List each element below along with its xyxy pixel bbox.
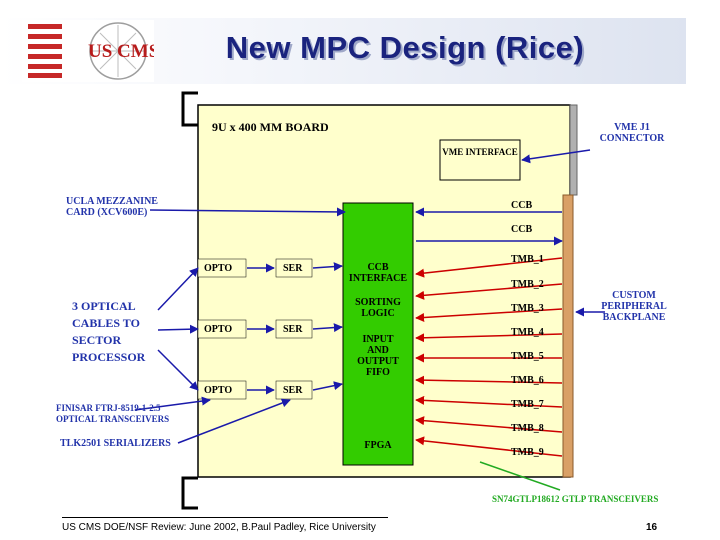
- ser-box: [275, 319, 313, 339]
- tlk-label: TLK2501 SERIALIZERS: [60, 438, 171, 449]
- ser-box: [275, 380, 313, 400]
- opto-label-1: OPTO: [204, 263, 233, 274]
- tmb-label-9: TMB_9: [511, 447, 544, 458]
- ser-label-2: SER: [283, 324, 303, 335]
- arrow-optical-3: [157, 349, 199, 391]
- vme-j1-connector: [569, 104, 578, 196]
- fpga-sorting-logic: SORTING LOGIC: [355, 297, 401, 319]
- custom-backplane-bar: [562, 194, 574, 478]
- arrow-finisar: [134, 396, 211, 411]
- logo-text: US CMS: [88, 41, 154, 62]
- ser-label-1: SER: [283, 263, 303, 274]
- tmb-arrows: [415, 257, 563, 457]
- page-number: 16: [646, 522, 658, 533]
- vme-j1-label: VME J1 CONNECTOR: [599, 122, 665, 144]
- top-bracket: [181, 91, 198, 127]
- opto-ser-rows: [197, 258, 313, 400]
- ccb-label-top: CCB: [511, 200, 533, 211]
- fpga-block: [342, 202, 414, 466]
- arrow-optical-1: [157, 267, 199, 311]
- arrow-optical-2: [157, 324, 199, 334]
- ser-box: [275, 258, 313, 278]
- cms-ring: [89, 22, 147, 80]
- arrow-tmb7: [415, 395, 563, 408]
- arrow-ser1-fpga: [312, 262, 343, 272]
- tmb-label-5: TMB_5: [511, 351, 544, 362]
- opto-label-2: OPTO: [204, 324, 233, 335]
- vme-interface-box: [439, 139, 521, 181]
- tmb-label-6: TMB_6: [511, 375, 544, 386]
- tmb-label-2: TMB_2: [511, 279, 544, 290]
- tmb-label-1: TMB_1: [511, 254, 544, 265]
- fpga-label: FPGA: [364, 440, 392, 451]
- page-title: New MPC Design (Rice): [225, 30, 585, 65]
- footer-text: US CMS DOE/NSF Review: June 2002, B.Paul…: [62, 522, 376, 533]
- bottom-bracket: [181, 476, 198, 510]
- arrow-tmb4: [415, 333, 563, 343]
- arrow-tmb3: [415, 308, 563, 322]
- tmb-label-3: TMB_3: [511, 303, 544, 314]
- arrow-tmb6: [415, 375, 563, 385]
- fpga-ccb-interface: CCB INTERFACE: [348, 262, 408, 284]
- arrow-tmb1: [415, 257, 563, 278]
- ccb-label-second: CCB: [511, 224, 533, 235]
- arrow-tlk: [177, 398, 291, 444]
- tmb-label-7: TMB_7: [511, 399, 544, 410]
- flag-stripes: [28, 24, 62, 78]
- arrow-ser3-fpga: [312, 381, 343, 391]
- arrow-tmb9: [415, 436, 563, 457]
- opto-label-3: OPTO: [204, 385, 233, 396]
- arrow-tmb2: [415, 283, 563, 300]
- cms-spokes: [92, 25, 144, 77]
- arrow-gtlp: [479, 461, 561, 491]
- backplane-label: CUSTOM PERIPHERAL BACKPLANE: [601, 290, 667, 323]
- board-title: 9U x 400 MM BOARD: [212, 120, 329, 134]
- arrow-tmb8: [415, 416, 563, 433]
- arrow-vme-j1: [521, 149, 591, 164]
- fpga-io-fifo: INPUT AND OUTPUT FIFO: [357, 334, 399, 378]
- arrow-ser2-fpga: [312, 323, 343, 333]
- mezzanine-label: UCLA MEZZANINE CARD (XCV600E): [66, 196, 158, 218]
- finisar-label: FINISAR FTRJ-8519-1-2.5 OPTICAL TRANSCEI…: [56, 403, 170, 424]
- gtlp-label: SN74GTLP18612 GTLP TRANSCEIVERS: [492, 494, 659, 504]
- optical-cables-label: 3 OPTICAL CABLES TO SECTOR PROCESSOR: [72, 299, 146, 364]
- arrow-mezzanine: [149, 207, 346, 217]
- ser-label-3: SER: [283, 385, 303, 396]
- vme-interface-label: VME INTERFACE: [442, 147, 518, 157]
- tmb-label-4: TMB_4: [511, 327, 544, 338]
- us-cms-logo: US CMS: [22, 20, 154, 82]
- footer-rule: [62, 517, 388, 518]
- tmb-label-8: TMB_8: [511, 423, 544, 434]
